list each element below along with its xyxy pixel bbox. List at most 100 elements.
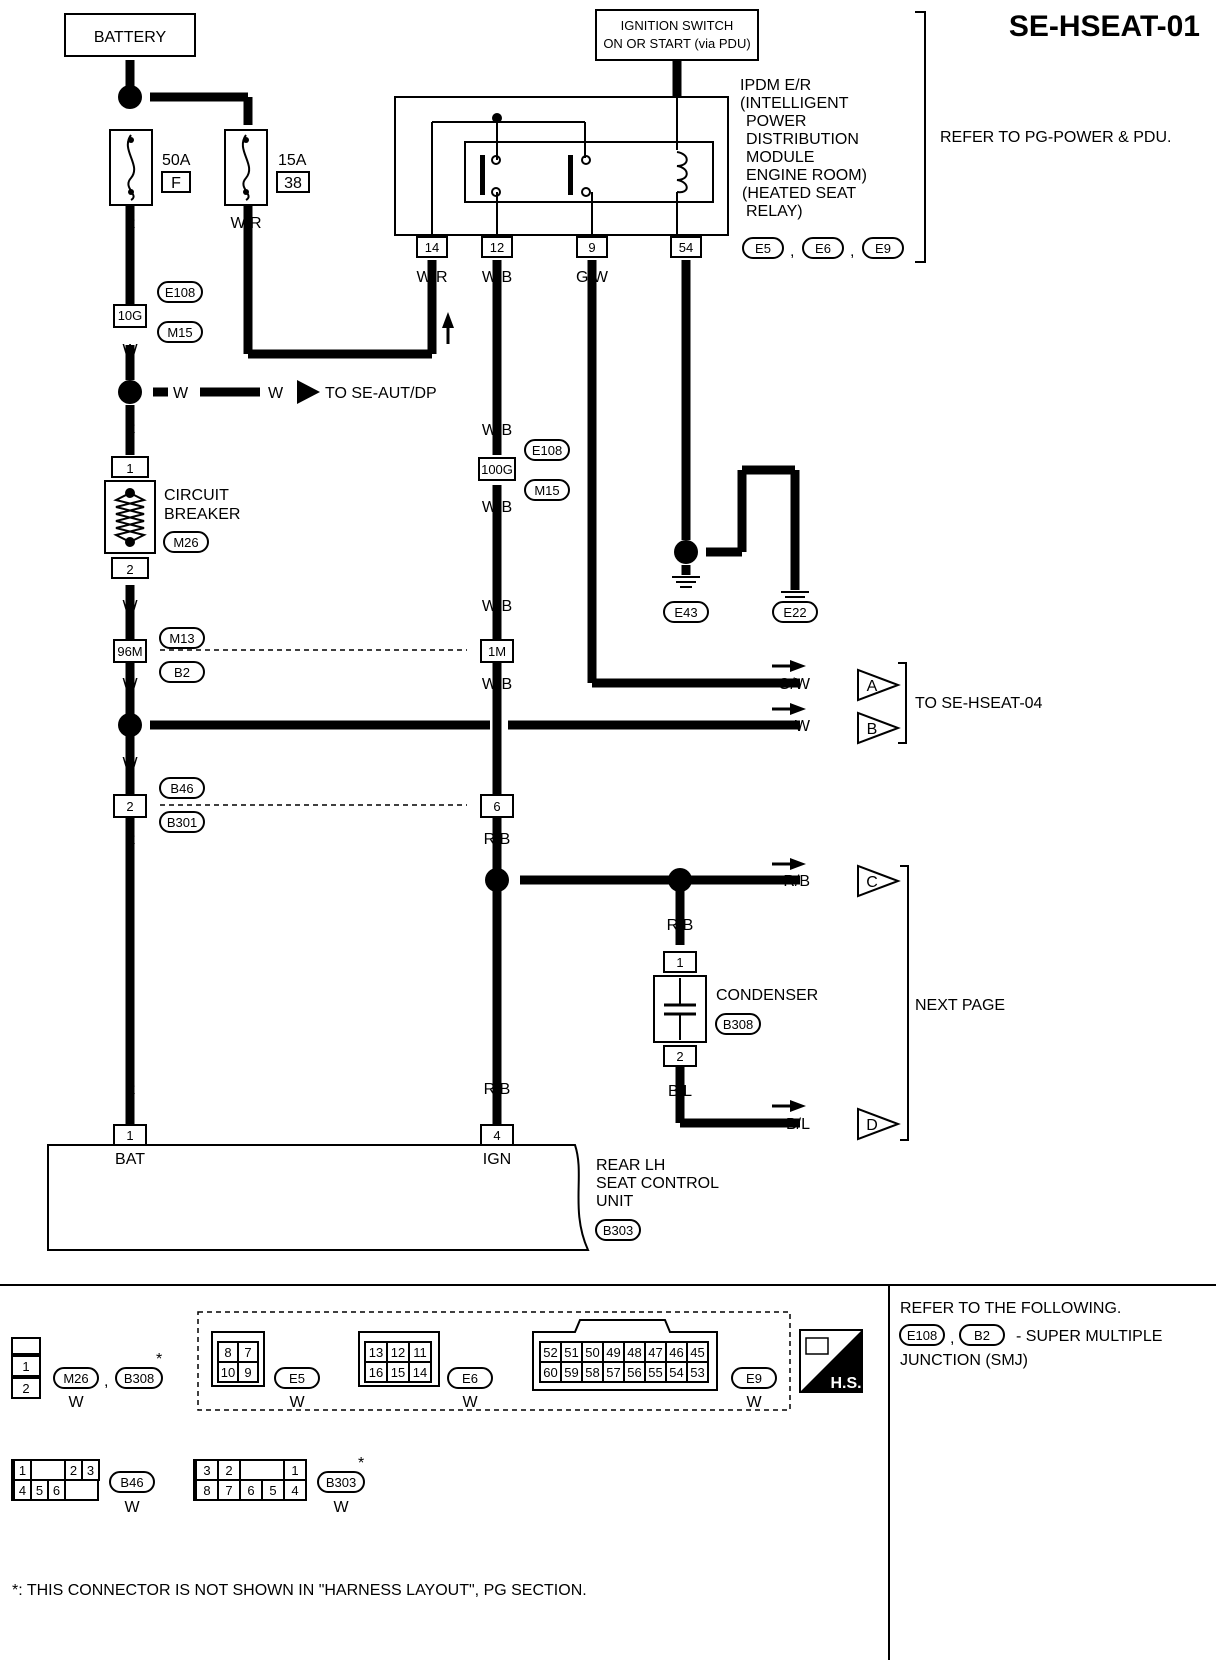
fuse-15a: 15A 38 W/R bbox=[224, 129, 310, 232]
ignition-switch: IGNITION SWITCH ON OR START (via PDU) bbox=[595, 9, 759, 97]
legend-pin-label: 4 bbox=[291, 1483, 298, 1498]
legend-b46-id: B46 bbox=[120, 1475, 143, 1490]
legend-b46-color: W bbox=[124, 1499, 140, 1516]
legend-pin-label: 48 bbox=[627, 1345, 641, 1360]
page-id: SE-HSEAT-01 bbox=[1009, 10, 1200, 43]
battery-block: BATTERY bbox=[64, 13, 196, 57]
ground-e22-id: E22 bbox=[783, 605, 806, 620]
ipdm-module: 14 12 9 54 W/R W/B G/W B bbox=[394, 96, 729, 286]
legend-c1-pin-2: 2 bbox=[22, 1381, 29, 1396]
circuit-breaker-line-2: BREAKER bbox=[164, 506, 240, 523]
legend-c1-asterisk: * bbox=[156, 1351, 162, 1368]
legend-pin-label: 3 bbox=[87, 1463, 94, 1478]
wire-color-r-4: R bbox=[124, 1081, 136, 1098]
legend-e6-id: E6 bbox=[462, 1371, 478, 1386]
connector-1m-pin: 1M bbox=[488, 644, 506, 659]
connector-10g-id-2: M15 bbox=[167, 325, 192, 340]
legend-pin-cell bbox=[686, 1361, 709, 1383]
legend-footnote: *: THIS CONNECTOR IS NOT SHOWN IN "HARNE… bbox=[12, 1582, 587, 1599]
fuse-15a-rating: 15A bbox=[278, 152, 307, 169]
wire-color-rb-2: R/B bbox=[667, 917, 694, 934]
unit-line-1: REAR LH bbox=[596, 1157, 665, 1174]
legend-e5-color: W bbox=[289, 1394, 305, 1411]
ipdm-line-3: POWER bbox=[746, 113, 806, 130]
ipdm-refer-text: REFER TO PG-POWER & PDU. bbox=[940, 129, 1171, 146]
condenser-label: CONDENSER bbox=[716, 987, 818, 1004]
circuit-breaker: 1 2 CIRCUIT BREAKER M26 W bbox=[104, 456, 240, 615]
condenser: R/B 1 2 CONDENSER B308 B/L bbox=[653, 917, 818, 1100]
legend-pin-label: 50 bbox=[585, 1345, 599, 1360]
connector-100g-id-1: E108 bbox=[532, 443, 562, 458]
legend-smj-id-1: E108 bbox=[907, 1328, 937, 1343]
wire-color-wr-2: W/R bbox=[416, 269, 447, 286]
unit-line-3: UNIT bbox=[596, 1193, 634, 1210]
connector-10g-id-1: E108 bbox=[165, 285, 195, 300]
wire-color-rb-3: R/B bbox=[484, 1081, 511, 1098]
legend-pin-label: 15 bbox=[391, 1365, 405, 1380]
legend-pin-label: 5 bbox=[36, 1483, 43, 1498]
ipdm-line-6: ENGINE ROOM) bbox=[746, 167, 867, 184]
flag-a-letter: A bbox=[867, 678, 878, 695]
svg-text:,: , bbox=[790, 243, 794, 260]
circuit-breaker-pin-1: 1 bbox=[126, 461, 133, 476]
fuse-50a-id: F bbox=[171, 175, 181, 192]
wire-color-w-6: W bbox=[122, 755, 138, 772]
wire-color-b-4: B bbox=[790, 501, 801, 518]
legend-pin-label: 7 bbox=[225, 1483, 232, 1498]
legend-pin-label: 2 bbox=[70, 1463, 77, 1478]
to-se-aut-label: TO SE-AUT/DP bbox=[325, 385, 437, 402]
legend-pin-label: 2 bbox=[225, 1463, 232, 1478]
flag-a-wire: G/W bbox=[778, 676, 811, 693]
circuit-breaker-id: M26 bbox=[173, 535, 198, 550]
ipdm-line-4: DISTRIBUTION bbox=[746, 131, 859, 148]
legend-pin-label: 8 bbox=[203, 1483, 210, 1498]
unit-pin-bat: 1 bbox=[126, 1128, 133, 1143]
connector-1m: 1M W/B W/B bbox=[480, 598, 514, 693]
wire-color-r-1: R bbox=[124, 215, 136, 232]
wire-color-wb-4: W/B bbox=[482, 422, 512, 439]
legend-pin-label: 46 bbox=[669, 1345, 683, 1360]
to-se-hseat04-label: TO SE-HSEAT-04 bbox=[915, 695, 1043, 712]
ipdm-line-8: RELAY) bbox=[746, 203, 803, 220]
wire-color-w-1: W bbox=[122, 342, 138, 359]
wire-color-w-3: W bbox=[268, 385, 284, 402]
legend-pin-label: 12 bbox=[391, 1345, 405, 1360]
legend-connector-m26-b308: 1 2 M26 , B308 * W bbox=[11, 1337, 163, 1411]
legend-refer-title: REFER TO THE FOLLOWING. bbox=[900, 1300, 1121, 1317]
legend-pin-label: 55 bbox=[648, 1365, 662, 1380]
splice-points bbox=[118, 85, 698, 892]
legend-c1-id-1: M26 bbox=[63, 1371, 88, 1386]
legend-pin-label: 56 bbox=[627, 1365, 641, 1380]
legend-pin-label: 4 bbox=[19, 1483, 26, 1498]
legend-pin-label: 45 bbox=[690, 1345, 704, 1360]
legend-smj-id-2: B2 bbox=[974, 1328, 990, 1343]
wire-color-wb-1: W/B bbox=[482, 269, 512, 286]
flag-c-wire: R/B bbox=[783, 873, 810, 890]
legend-pin-label: 3 bbox=[203, 1463, 210, 1478]
hs-badge: H.S. bbox=[799, 1329, 863, 1393]
wire-color-b-1: B bbox=[681, 269, 692, 286]
flag-b-letter: B bbox=[867, 721, 878, 738]
legend-pin-label: 7 bbox=[244, 1345, 251, 1360]
connector-96m: 96M M13 B2 W bbox=[113, 627, 205, 693]
unit-id: B303 bbox=[603, 1223, 633, 1238]
fuse-15a-id: 38 bbox=[284, 175, 302, 192]
legend-pin-label: 58 bbox=[585, 1365, 599, 1380]
condenser-pin-1: 1 bbox=[676, 955, 683, 970]
legend-pin-label: 9 bbox=[244, 1365, 251, 1380]
legend-pin-label: 51 bbox=[564, 1345, 578, 1360]
legend-pin-label: 14 bbox=[413, 1365, 427, 1380]
flow-arrows bbox=[297, 179, 806, 1112]
svg-text:,: , bbox=[950, 1330, 954, 1347]
ground-e43: B E43 bbox=[663, 501, 709, 623]
unit-pin-ign: 4 bbox=[493, 1128, 500, 1143]
connector-100g: W/B 100G E108 M15 W/B bbox=[478, 422, 570, 516]
svg-text:,: , bbox=[104, 1373, 108, 1390]
next-page-label: NEXT PAGE bbox=[915, 997, 1005, 1014]
legend-smj-text: - SUPER MULTIPLE bbox=[1016, 1328, 1162, 1345]
wire-color-rb-1: R/B bbox=[484, 831, 511, 848]
connector-b46-id-2: B301 bbox=[167, 815, 197, 830]
svg-text:,: , bbox=[850, 243, 854, 260]
